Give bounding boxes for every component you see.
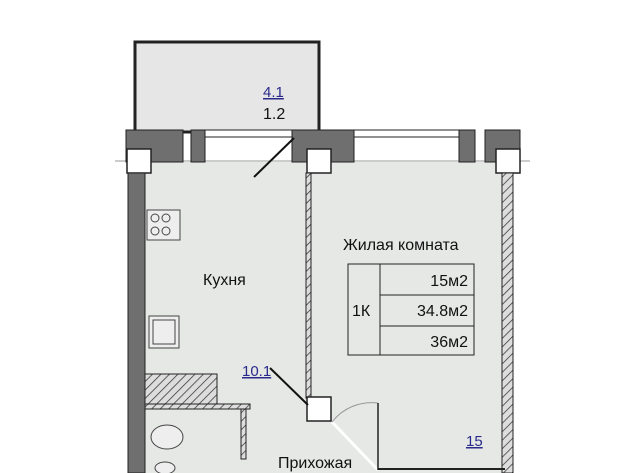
partition-wall (305, 172, 312, 399)
vent-shaft (144, 373, 218, 405)
living-room-label: Жилая комната (343, 237, 459, 254)
wall (458, 129, 476, 163)
bathroom-wall (144, 403, 251, 410)
balcony-number: 4.1 (263, 84, 284, 101)
toilet-icon (150, 424, 184, 450)
living-room-number: 15 (466, 433, 483, 450)
door-arc (331, 402, 379, 423)
window (204, 129, 296, 138)
area-table (347, 263, 475, 356)
washbasin-icon (154, 461, 176, 473)
left-wall (127, 172, 146, 473)
area-with-balcony: 36м2 (430, 334, 468, 351)
column (306, 148, 332, 174)
bathroom-wall (240, 408, 247, 460)
balcony (133, 40, 321, 134)
sink-icon (148, 315, 180, 349)
window (353, 129, 460, 138)
wall (190, 129, 206, 163)
room-door (330, 420, 380, 472)
column (126, 148, 152, 174)
total-area: 34.8м2 (417, 303, 468, 320)
right-wall (501, 172, 514, 473)
kitchen-door (269, 367, 309, 406)
balcony-area: 1.2 (263, 106, 285, 123)
column (495, 148, 521, 174)
kitchen-number: 10.1 (242, 363, 271, 380)
kitchen-label: Кухня (203, 272, 246, 289)
balcony-door (253, 137, 295, 178)
living-area: 15м2 (430, 273, 468, 290)
apartment-type: 1К (352, 303, 371, 320)
hallway-label: Прихожая (278, 455, 352, 472)
column (306, 396, 332, 422)
